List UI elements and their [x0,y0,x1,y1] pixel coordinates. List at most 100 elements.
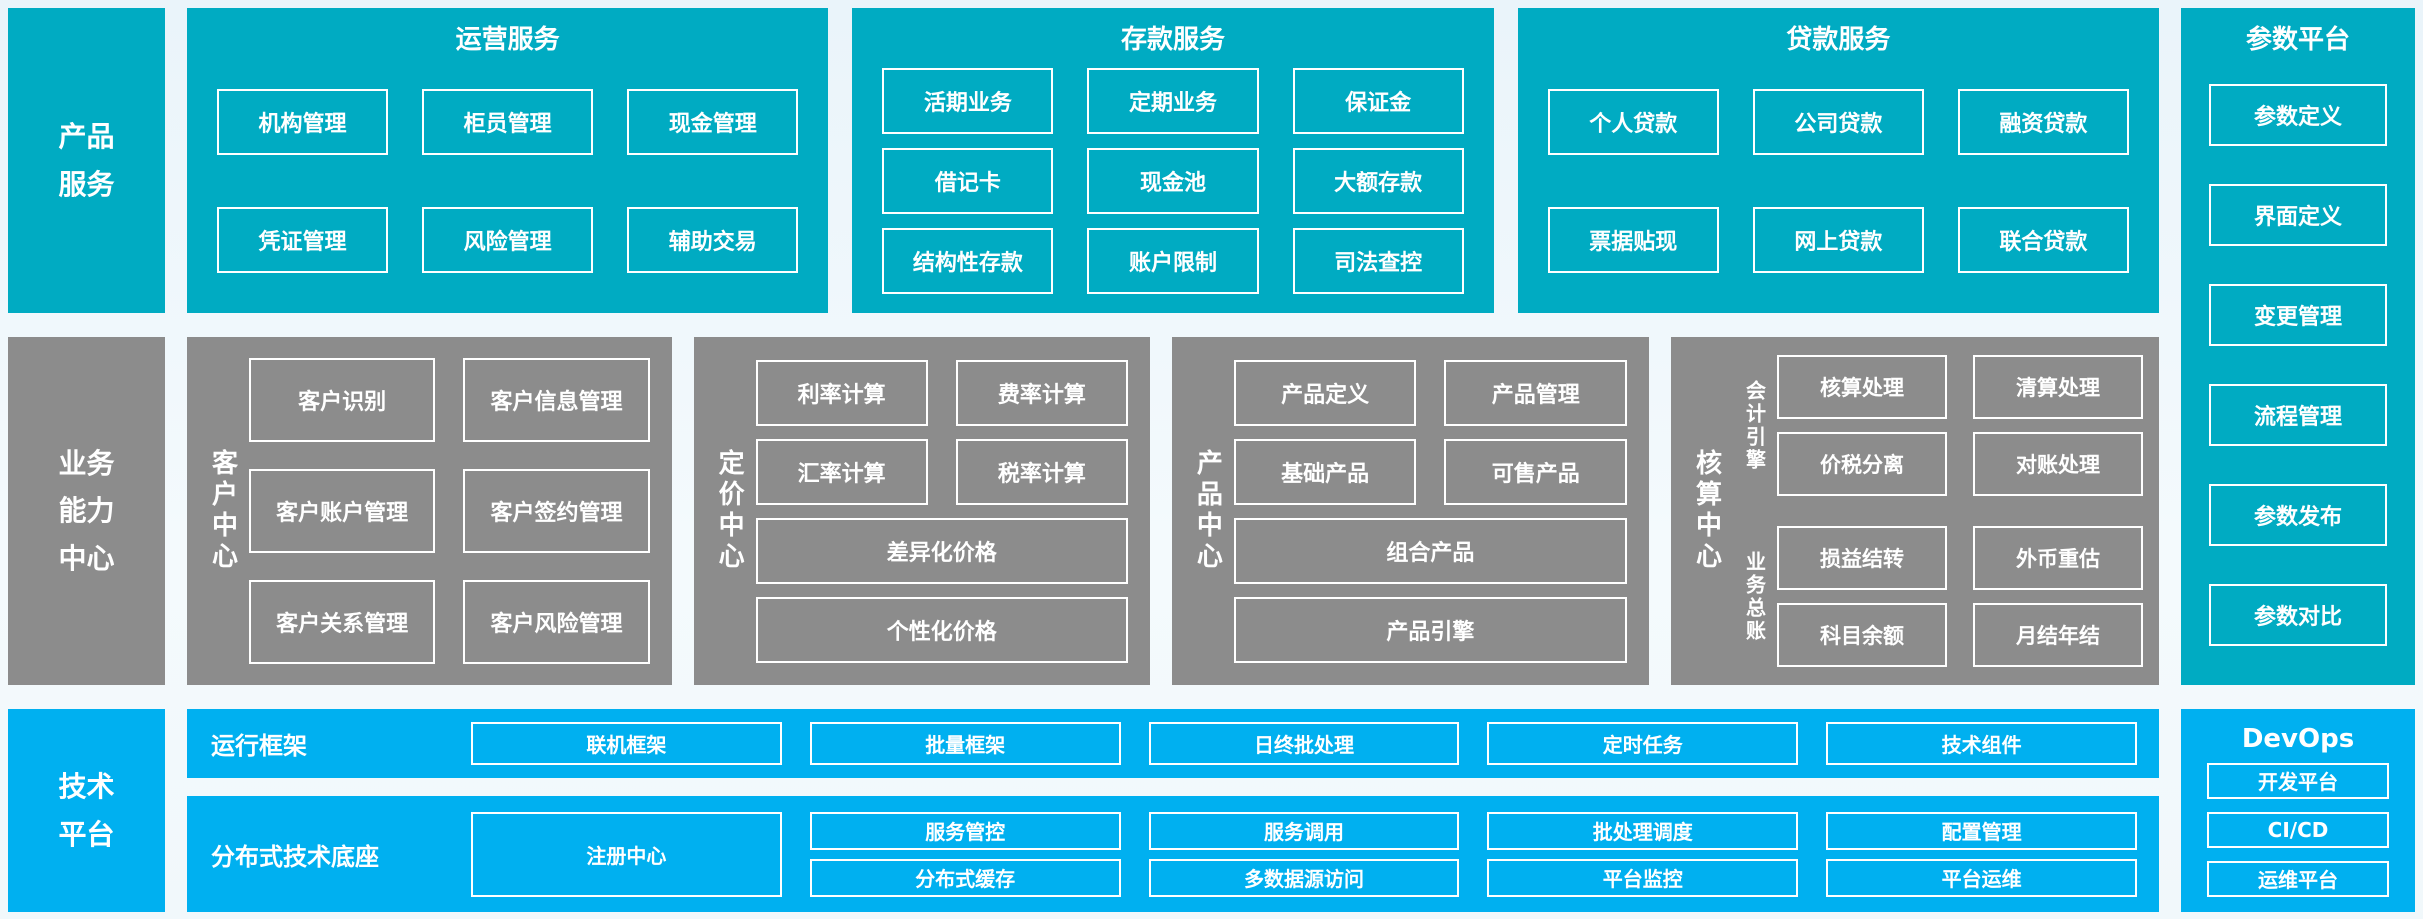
diagram-box: 网上贷款 [1752,206,1924,273]
diagram-box: 公司贷款 [1752,88,1924,155]
section-pricing-center: 定价中心 利率计算费率计算汇率计算税率计算差异化价格个性化价格 [693,337,1150,685]
vertical-label-customer-center: 客户中心 [207,449,238,573]
diagram-box: 差异化价格 [755,517,1128,584]
diagram-box: 融资贷款 [1957,88,2129,155]
diagram-box: 外币重估 [1972,526,2143,590]
band-distributed-base: 分布式技术底座 注册中心 服务管控服务调用批处理调度配置管理分布式缓存多数据源访… [187,796,2159,912]
diagram-box: 产品定义 [1233,359,1417,426]
operations-grid: 机构管理柜员管理现金管理凭证管理风险管理辅助交易 [217,64,799,297]
registry-center-box: 注册中心 [471,811,782,897]
diagram-box: 损益结转 [1776,526,1947,590]
accounting-engine-group: 会计引擎 核算处理清算处理价税分离对账处理 [1733,355,2143,496]
diagram-box: 现金管理 [627,88,799,155]
diagram-box: 现金池 [1087,147,1259,214]
diagram-box: 定期业务 [1087,67,1259,134]
diagram-box: 运维平台 [2207,860,2389,897]
vertical-label-accounting-engine: 会计引擎 [1742,379,1767,472]
side-label-business-capability-center: 业务 能力 中心 [8,337,165,685]
diagram-box: 配置管理 [1826,811,2137,850]
vertical-label-business-ledger: 业务总账 [1742,550,1767,643]
distributed-grid: 注册中心 服务管控服务调用批处理调度配置管理分布式缓存多数据源访问平台监控平台运… [471,811,2137,897]
diagram-box: 客户账户管理 [249,469,436,553]
diagram-box: 服务调用 [1148,811,1460,850]
diagram-box: 保证金 [1292,67,1464,134]
business-ledger-group: 业务总账 损益结转外币重估科目余额月结年结 [1733,526,2143,667]
diagram-box: 组合产品 [1233,517,1627,584]
vertical-label-pricing-center: 定价中心 [714,449,745,573]
diagram-box: 联机框架 [471,722,782,765]
diagram-box: 批量框架 [809,722,1121,765]
diagram-box: 利率计算 [755,359,928,426]
section-title: 参数平台 [2245,25,2350,55]
loan-grid: 个人贷款公司贷款融资贷款票据贴现网上贷款联合贷款 [1547,64,2129,297]
diagram-box: 价税分离 [1776,432,1947,496]
diagram-box: 税率计算 [955,438,1128,505]
diagram-box: 机构管理 [217,88,389,155]
diagram-box: 对账处理 [1972,432,2143,496]
vertical-label-accounting-center: 核算中心 [1691,449,1722,573]
diagram-box: 联合贷款 [1957,206,2129,273]
diagram-box: 定时任务 [1487,722,1799,765]
parameter-list: 参数定义界面定义变更管理流程管理参数发布参数对比 [2209,64,2387,665]
section-title: 贷款服务 [1786,25,1891,55]
diagram-box: 开发平台 [2207,762,2389,799]
devops-title: DevOps [2241,724,2355,754]
side-label-tech-platform: 技术 平台 [8,709,165,912]
side-label-product-services: 产品 服务 [8,8,165,313]
diagram-box: 可售产品 [1444,438,1627,505]
band-label-distributed-base: 分布式技术底座 [211,842,379,871]
section-title: 运营服务 [455,25,560,55]
diagram-box: 个人贷款 [1547,88,1719,155]
diagram-box: 清算处理 [1972,355,2143,419]
product-services-row: 运营服务 机构管理柜员管理现金管理凭证管理风险管理辅助交易 存款服务 活期业务定… [187,8,2159,313]
diagram-box: 客户风险管理 [463,580,650,664]
diagram-box: 客户签约管理 [463,469,650,553]
diagram-box: 凭证管理 [217,206,389,273]
section-product-center: 产品中心 产品定义产品管理基础产品可售产品组合产品产品引擎 [1171,337,1649,685]
diagram-box: 多数据源访问 [1148,858,1460,897]
diagram-box: 分布式缓存 [809,858,1121,897]
diagram-box: 柜员管理 [422,88,594,155]
accounting-body: 会计引擎 核算处理清算处理价税分离对账处理 业务总账 损益结转外币重估科目余额月… [1733,347,2143,675]
diagram-box: 变更管理 [2209,283,2387,346]
customer-grid: 客户识别客户信息管理客户账户管理客户签约管理客户关系管理客户风险管理 [249,347,650,675]
diagram-box: 账户限制 [1087,227,1259,294]
diagram-box: 核算处理 [1776,355,1947,419]
diagram-box: 客户识别 [249,358,436,442]
vertical-label-product-center: 产品中心 [1192,449,1223,573]
section-parameter-platform: 参数平台 参数定义界面定义变更管理流程管理参数发布参数对比 [2181,8,2415,685]
diagram-box: 产品管理 [1444,359,1627,426]
diagram-box: 基础产品 [1233,438,1417,505]
diagram-box: 大额存款 [1292,147,1464,214]
diagram-box: 产品引擎 [1233,596,1627,663]
diagram-box: 界面定义 [2209,183,2387,246]
diagram-box: 平台运维 [1826,858,2137,897]
accounting-engine-grid: 核算处理清算处理价税分离对账处理 [1776,355,2143,496]
diagram-box: 风险管理 [422,206,594,273]
band-label-runtime-framework: 运行框架 [211,732,307,760]
diagram-box: 月结年结 [1972,603,2143,667]
business-ledger-grid: 损益结转外币重估科目余额月结年结 [1776,526,2143,667]
section-deposit-services: 存款服务 活期业务定期业务保证金借记卡现金池大额存款结构性存款账户限制司法查控 [852,8,1494,313]
diagram-box: 费率计算 [955,359,1128,426]
runtime-grid: 联机框架批量框架日终批处理定时任务技术组件 [471,722,2137,765]
diagram-box: 个性化价格 [755,596,1128,663]
band-runtime-framework: 运行框架 联机框架批量框架日终批处理定时任务技术组件 [187,709,2159,778]
diagram-box: 科目余额 [1776,603,1947,667]
diagram-box: 汇率计算 [755,438,928,505]
section-operations-services: 运营服务 机构管理柜员管理现金管理凭证管理风险管理辅助交易 [187,8,829,313]
diagram-box: 借记卡 [882,147,1054,214]
diagram-box: 平台监控 [1487,858,1799,897]
product-grid: 产品定义产品管理基础产品可售产品组合产品产品引擎 [1233,347,1627,675]
diagram-box: 参数定义 [2209,83,2387,146]
section-loan-services: 贷款服务 个人贷款公司贷款融资贷款票据贴现网上贷款联合贷款 [1517,8,2159,313]
section-title: 存款服务 [1120,25,1225,55]
tech-platform-rows: 运行框架 联机框架批量框架日终批处理定时任务技术组件 分布式技术底座 注册中心 … [187,709,2159,912]
diagram-box: 参数对比 [2209,583,2387,646]
diagram-box: 结构性存款 [882,227,1054,294]
diagram-box: 客户关系管理 [249,580,436,664]
diagram-box: 技术组件 [1826,722,2137,765]
capability-centers-row: 客户中心 客户识别客户信息管理客户账户管理客户签约管理客户关系管理客户风险管理 … [187,337,2159,685]
